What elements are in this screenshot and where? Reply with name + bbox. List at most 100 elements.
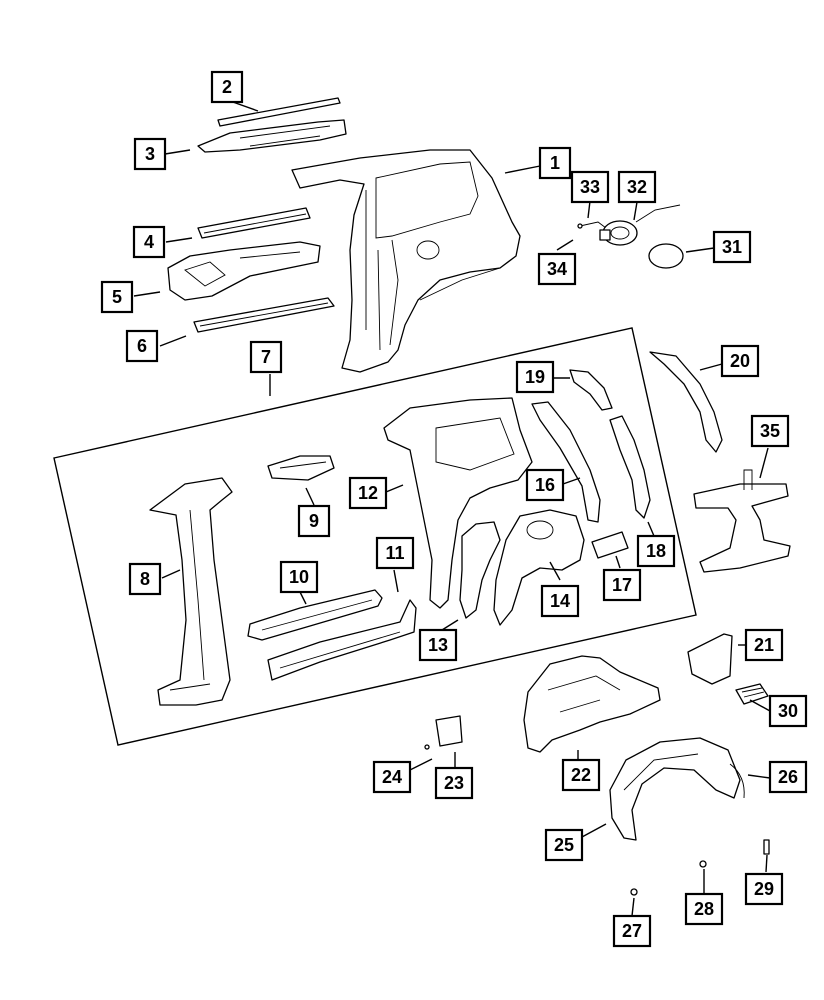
callout-27: 27 — [612, 914, 652, 948]
callout-10-label: 10 — [289, 567, 309, 587]
part-31-fuel-door — [648, 243, 684, 269]
callout-25-label: 25 — [554, 835, 574, 855]
part-18-panel — [609, 415, 651, 519]
part-8-b-pillar — [149, 477, 233, 706]
callout-23-label: 23 — [444, 773, 464, 793]
callout-32: 32 — [617, 170, 657, 204]
part-6-sill-strip — [193, 297, 335, 333]
callout-27-label: 27 — [622, 921, 642, 941]
callout-6-label: 6 — [137, 336, 147, 356]
part-13-inner-panel — [459, 521, 501, 619]
callout-5: 5 — [100, 280, 134, 314]
callout-22: 22 — [561, 758, 601, 792]
part-12-quarter-inner — [383, 397, 533, 609]
callout-26: 26 — [768, 760, 808, 794]
callout-7-label: 7 — [261, 347, 271, 367]
part-22-rear-panel — [523, 655, 661, 753]
callout-17-label: 17 — [612, 575, 632, 595]
callout-30-label: 30 — [778, 701, 798, 721]
callout-13: 13 — [418, 628, 458, 662]
callout-34-label: 34 — [547, 259, 567, 279]
callout-29-label: 29 — [754, 879, 774, 899]
part-17-bracket — [591, 531, 629, 559]
part-21-bracket — [687, 633, 733, 685]
part-16-panel — [531, 401, 601, 523]
part-30-vent — [735, 683, 769, 705]
callout-29: 29 — [744, 872, 784, 906]
callout-3: 3 — [133, 137, 167, 171]
callout-28: 28 — [684, 892, 724, 926]
callout-35-label: 35 — [760, 421, 780, 441]
part-20-reinforcement — [649, 351, 723, 453]
callout-34: 34 — [537, 252, 577, 286]
callout-1-label: 1 — [550, 153, 560, 173]
part-19-bracket — [569, 369, 613, 411]
callout-16: 16 — [525, 468, 565, 502]
leader-lines — [133, 100, 771, 917]
part-29-fastener — [763, 839, 770, 855]
callout-14-label: 14 — [550, 591, 570, 611]
part-9-bracket — [267, 455, 335, 481]
callout-23: 23 — [434, 766, 474, 800]
callout-21: 21 — [744, 628, 784, 662]
part-3-rail-reinforcement — [197, 119, 347, 153]
part-14-wheelhouse — [493, 509, 585, 626]
callout-33: 33 — [570, 170, 610, 204]
callout-3-label: 3 — [145, 144, 155, 164]
callout-9: 9 — [297, 504, 331, 538]
callout-24-label: 24 — [382, 767, 402, 787]
part-28-fastener — [699, 860, 707, 868]
part-26-liner-strip — [729, 763, 745, 799]
callout-9-label: 9 — [309, 511, 319, 531]
callout-21-label: 21 — [754, 635, 774, 655]
callout-18: 18 — [636, 534, 676, 568]
callout-11-label: 11 — [385, 543, 404, 563]
callout-30: 30 — [768, 694, 808, 728]
callout-17: 17 — [602, 568, 642, 602]
callout-25: 25 — [544, 828, 584, 862]
callout-33-label: 33 — [580, 177, 600, 197]
part-1-body-side-panel — [291, 149, 521, 373]
callout-19-label: 19 — [525, 367, 545, 387]
callout-31: 31 — [712, 230, 752, 264]
part-11-rocker — [267, 599, 417, 681]
callout-5-label: 5 — [112, 287, 122, 307]
part-25-wheelhouse-liner — [609, 737, 741, 841]
part-33-hose — [577, 221, 607, 229]
callout-20: 20 — [720, 344, 760, 378]
group-7-frame — [53, 327, 697, 746]
part-24-clip — [424, 744, 430, 750]
callout-4-label: 4 — [144, 232, 154, 252]
callout-26-label: 26 — [778, 767, 798, 787]
callout-12-label: 12 — [358, 483, 378, 503]
part-35-crossmember — [693, 469, 791, 573]
part-2-roof-rail-strip — [217, 97, 341, 127]
callout-19: 19 — [515, 360, 555, 394]
callout-6: 6 — [125, 329, 159, 363]
part-4-rail-strip — [197, 207, 311, 239]
part-5-inner-panel — [167, 241, 321, 301]
callout-24: 24 — [372, 760, 412, 794]
callout-8-label: 8 — [140, 569, 150, 589]
callout-13-label: 13 — [428, 635, 448, 655]
callout-1: 1 — [538, 146, 572, 180]
callout-22-label: 22 — [571, 765, 591, 785]
callout-4: 4 — [132, 225, 166, 259]
callout-2: 2 — [210, 70, 244, 104]
callout-12: 12 — [348, 476, 388, 510]
callout-31-label: 31 — [722, 237, 742, 257]
callout-10: 10 — [279, 560, 319, 594]
callout-20-label: 20 — [730, 351, 750, 371]
callout-8: 8 — [128, 562, 162, 596]
part-10-sill-reinforcement — [247, 589, 383, 641]
part-27-fastener — [630, 888, 638, 896]
callout-28-label: 28 — [694, 899, 714, 919]
callout-32-label: 32 — [627, 177, 647, 197]
callout-11: 11 — [375, 536, 415, 570]
part-32-fuel-housing — [599, 204, 681, 246]
callout-7: 7 — [249, 340, 283, 374]
callout-16-label: 16 — [535, 475, 555, 495]
callout-14: 14 — [540, 584, 580, 618]
part-23-bracket — [435, 715, 463, 747]
